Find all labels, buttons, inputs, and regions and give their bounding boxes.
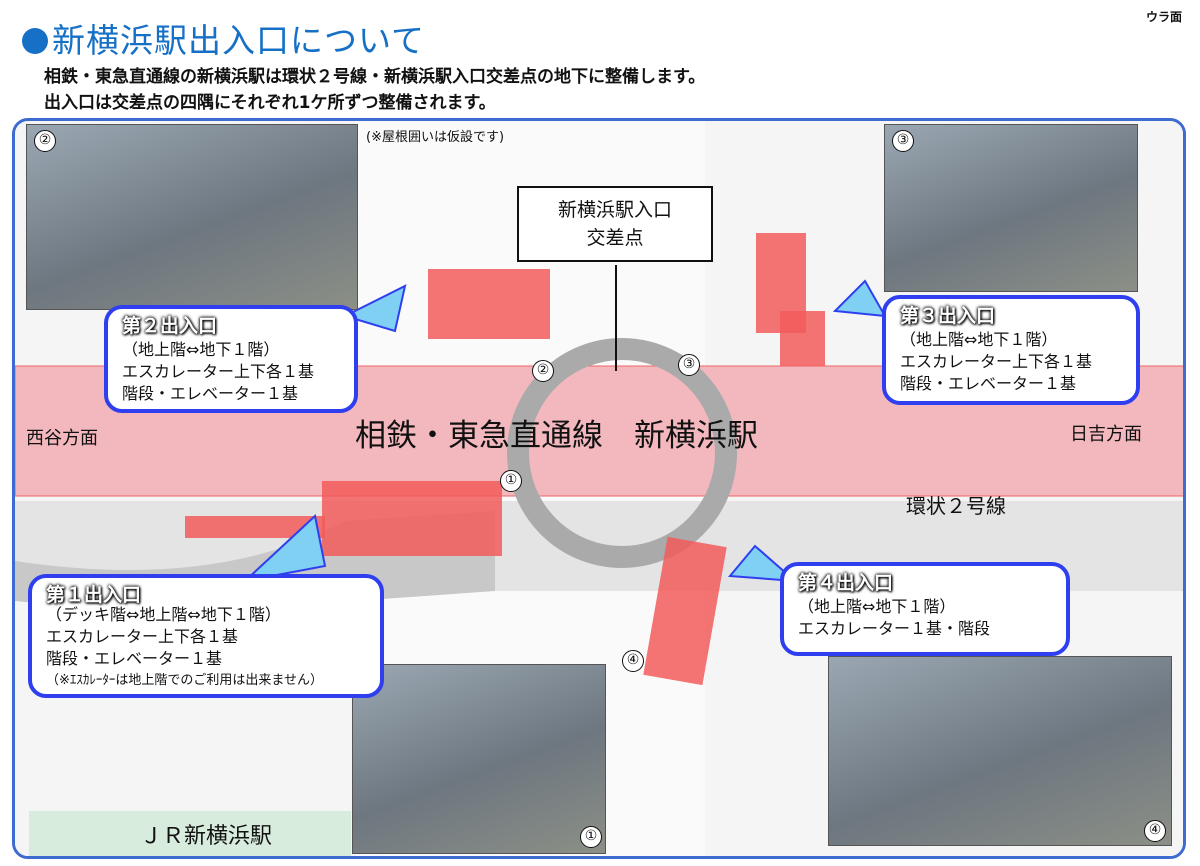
crossing-label: 新横浜駅入口交差点 <box>517 186 713 262</box>
arrow-exit-2 <box>342 284 407 333</box>
exit-1-structure <box>322 481 502 556</box>
exit-1-deck <box>185 516 325 538</box>
photo-marker-1: ① <box>580 826 602 848</box>
exit-3-structure-b <box>780 311 825 366</box>
exit-4-callout: 第４出入口 （地上階⇔地下１階） エスカレーター１基・階段 <box>780 562 1070 656</box>
exit-1-callout: 第１出入口 （デッキ階⇔地上階⇔地下１階） エスカレーター上下各１基 階段・エレ… <box>28 574 384 698</box>
bullet-icon <box>22 28 48 54</box>
exit-title: 第１出入口 <box>46 584 142 606</box>
map-marker-1: ① <box>500 470 522 492</box>
exit-levels: （地上階⇔地下１階） <box>122 340 280 359</box>
exit-escalator: エスカレーター上下各１基 <box>122 362 315 381</box>
photo-exit-2 <box>26 124 358 310</box>
exit-levels: （デッキ階⇔地上階⇔地下１階） <box>46 605 281 624</box>
exit-stairs: 階段・エレベーター１基 <box>122 384 299 403</box>
exit-escalator: エスカレーター１基・階段 <box>798 619 991 638</box>
exit-escalator: エスカレーター上下各１基 <box>46 627 239 646</box>
exit-stairs: 階段・エレベーター１基 <box>900 374 1077 393</box>
roof-note: (※屋根囲いは仮設です) <box>366 130 505 145</box>
arrow-exit-1 <box>241 514 327 583</box>
roundabout <box>507 338 737 568</box>
west-direction: 西谷方面 <box>26 428 98 449</box>
jr-station-area <box>29 811 351 856</box>
jr-station-label: ＪＲ新横浜駅 <box>140 824 273 849</box>
exit-3-callout: 第３出入口 （地上階⇔地下１階） エスカレーター上下各１基 階段・エレベーター１… <box>882 295 1140 405</box>
crossing-line-1: 新横浜駅入口 <box>557 199 672 221</box>
map-marker-2: ② <box>532 360 554 382</box>
exit-stairs: 階段・エレベーター１基 <box>46 649 223 668</box>
exit-title: 第２出入口 <box>122 315 218 337</box>
arrow-exit-4 <box>727 544 798 583</box>
lead-text-2: 出入口は交差点の四隅にそれぞれ1ケ所ずつ整備されます。 <box>44 93 496 113</box>
photo-exit-4 <box>828 656 1172 846</box>
lead-text-1: 相鉄・東急直通線の新横浜駅は環状２号線・新横浜駅入口交差点の地下に整備します。 <box>44 67 706 87</box>
crossing-line-2: 交差点 <box>586 227 644 249</box>
exit-escalator: エスカレーター上下各１基 <box>900 352 1093 371</box>
photo-exit-1 <box>352 664 606 854</box>
exit-levels: （地上階⇔地下１階） <box>900 330 1058 349</box>
exit-4-structure <box>643 536 727 686</box>
title-text: 新横浜駅出入口について <box>52 21 426 60</box>
ring-road-label: 環状２号線 <box>906 494 1006 518</box>
map-marker-4: ④ <box>622 650 644 672</box>
exit-levels: （地上階⇔地下１階） <box>798 597 956 616</box>
exit-2-callout: 第２出入口 （地上階⇔地下１階） エスカレーター上下各１基 階段・エレベーター１… <box>104 305 358 413</box>
east-direction: 日吉方面 <box>1070 424 1142 445</box>
photo-marker-4: ④ <box>1144 820 1166 842</box>
page-title: 新横浜駅出入口について <box>22 14 425 62</box>
photo-marker-2: ② <box>34 130 56 152</box>
photo-marker-3: ③ <box>892 130 914 152</box>
exit-2-structure <box>428 269 550 339</box>
exit-title: 第４出入口 <box>798 572 894 594</box>
side-label: ウラ面 <box>1145 10 1182 24</box>
exit-title: 第３出入口 <box>900 305 996 327</box>
photo-exit-3 <box>884 124 1138 292</box>
exit-note: （※ｴｽｶﾚｰﾀｰは地上階でのご利用は出来ません） <box>46 673 324 688</box>
map-marker-3: ③ <box>678 354 700 376</box>
arrow-exit-3 <box>832 279 887 318</box>
station-name: 相鉄・東急直通線 新横浜駅 <box>355 418 758 454</box>
